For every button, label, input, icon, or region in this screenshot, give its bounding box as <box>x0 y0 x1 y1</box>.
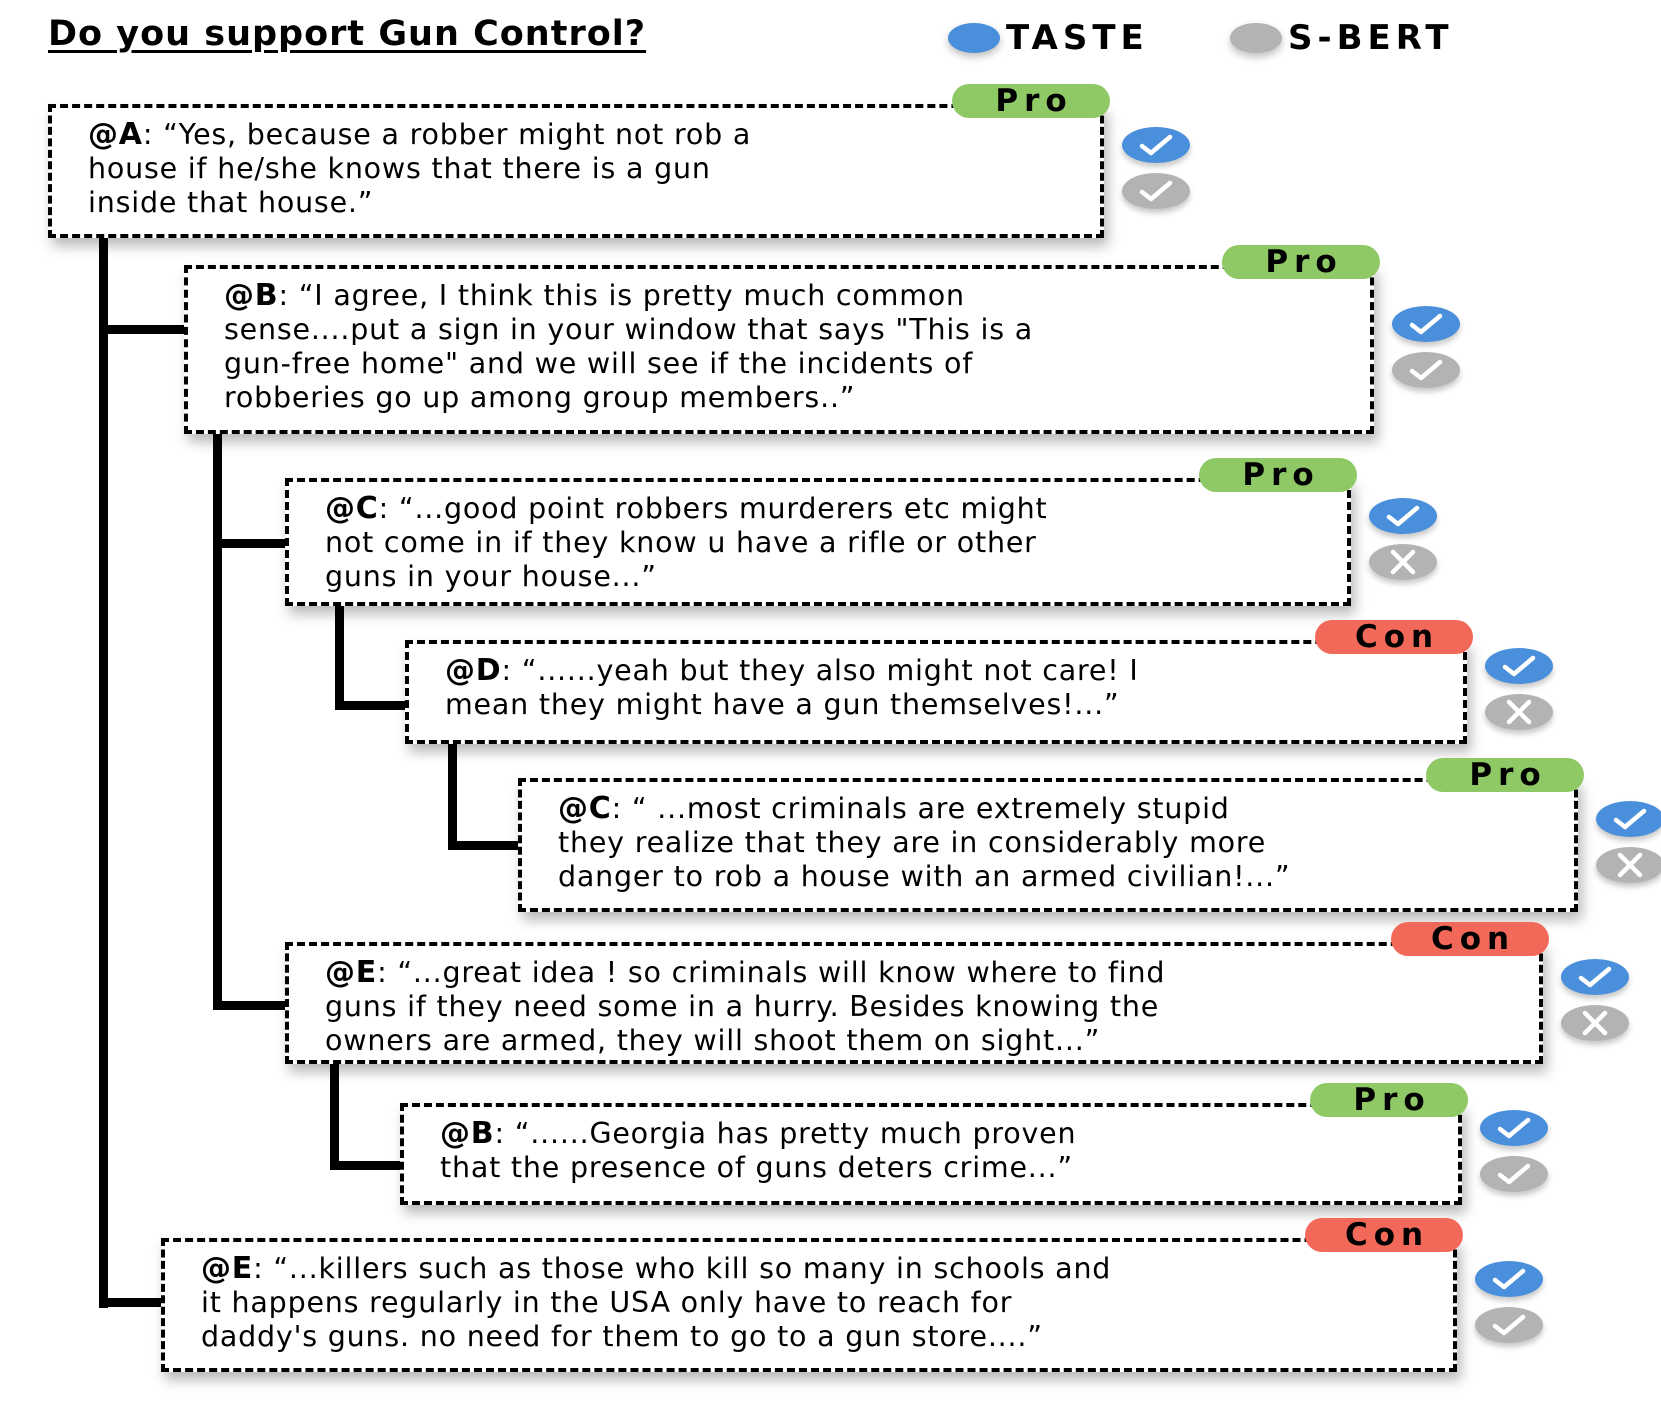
post-text: @B: “......Georgia has pretty much prove… <box>440 1117 1444 1185</box>
post-text: @C: “ ...most criminals are extremely st… <box>558 792 1560 894</box>
post-box: @B: “......Georgia has pretty much prove… <box>400 1103 1462 1205</box>
post-speaker: @C <box>325 491 379 526</box>
post-speaker: @A <box>88 117 143 152</box>
sbert-cross-icon <box>1485 694 1553 730</box>
page-title: Do you support Gun Control? <box>48 14 647 54</box>
taste-legend-dot <box>948 23 1000 53</box>
connector-e-b <box>330 1161 400 1170</box>
sbert-cross-icon <box>1561 1005 1629 1041</box>
post-box: @C: “ ...most criminals are extremely st… <box>518 778 1578 912</box>
sbert-cross-icon <box>1369 544 1437 580</box>
post-speaker: @B <box>224 278 279 313</box>
taste-check-icon <box>1485 648 1553 684</box>
post-quote: : “...good point robbers murderers etc m… <box>325 492 1048 593</box>
stance-tag-pro: Pro <box>1426 757 1584 793</box>
post-box: @A: “Yes, because a robber might not rob… <box>48 104 1104 238</box>
stance-tag-con: Con <box>1391 921 1549 957</box>
taste-check-icon <box>1480 1110 1548 1146</box>
connector-b-e <box>213 1001 285 1010</box>
post-box: @E: “...great idea ! so criminals will k… <box>285 942 1543 1064</box>
taste-check-icon <box>1369 498 1437 534</box>
stance-tag-pro: Pro <box>1199 457 1357 493</box>
taste-check-icon <box>1561 959 1629 995</box>
post-text: @A: “Yes, because a robber might not rob… <box>88 118 1086 220</box>
legend-item-taste: TASTE <box>948 16 1149 60</box>
legend-label-taste: TASTE <box>1006 18 1149 58</box>
stance-tag-con: Con <box>1305 1217 1463 1253</box>
sbert-check-icon <box>1122 173 1190 209</box>
post-box: @B: “I agree, I think this is pretty muc… <box>184 265 1374 434</box>
sbert-check-icon <box>1392 351 1460 388</box>
post-text: @E: “...great idea ! so criminals will k… <box>325 956 1525 1058</box>
sbert-check-icon <box>1475 1307 1543 1343</box>
taste-check-icon <box>1475 1261 1543 1297</box>
tree-trunk-b <box>213 434 222 1010</box>
post-speaker: @E <box>325 955 378 990</box>
post-speaker: @D <box>445 653 502 688</box>
post-speaker: @B <box>440 1116 495 1151</box>
post-text: @C: “...good point robbers murderers etc… <box>325 492 1333 594</box>
taste-check-icon <box>1392 305 1460 342</box>
post-quote: : “...killers such as those who kill so … <box>201 1252 1112 1353</box>
post-box: @D: “......yeah but they also might not … <box>405 640 1467 744</box>
taste-check-icon <box>1596 801 1661 837</box>
taste-check-icon <box>1122 127 1190 163</box>
connector-c-d <box>335 701 405 710</box>
connector-b-c <box>213 539 285 548</box>
stance-tag-con: Con <box>1315 619 1473 655</box>
post-quote: : “......yeah but they also might not ca… <box>445 654 1139 721</box>
tree-trunk-c <box>335 606 344 710</box>
post-speaker: @C <box>558 791 612 826</box>
post-box: @E: “...killers such as those who kill s… <box>161 1238 1457 1372</box>
post-text: @E: “...killers such as those who kill s… <box>201 1252 1439 1354</box>
legend-item-sbert: S-BERT <box>1230 16 1454 60</box>
sbert-check-icon <box>1480 1156 1548 1192</box>
post-quote: : “I agree, I think this is pretty much … <box>224 279 1034 414</box>
post-box: @C: “...good point robbers murderers etc… <box>285 478 1351 606</box>
sbert-legend-dot <box>1230 23 1282 53</box>
post-quote: : “ ...most criminals are extremely stup… <box>558 792 1291 893</box>
post-speaker: @E <box>201 1251 254 1286</box>
legend-label-sbert: S-BERT <box>1288 18 1454 58</box>
tree-trunk-d <box>448 744 457 850</box>
stance-tag-pro: Pro <box>952 83 1110 119</box>
sbert-cross-icon <box>1596 847 1661 883</box>
post-quote: : “Yes, because a robber might not rob a… <box>88 118 752 219</box>
tree-trunk-a <box>99 238 108 1308</box>
stance-tag-pro: Pro <box>1222 244 1380 280</box>
post-quote: : “......Georgia has pretty much proven … <box>440 1117 1077 1184</box>
connector-a-e <box>99 1298 161 1307</box>
connector-a-b <box>99 325 184 334</box>
post-text: @D: “......yeah but they also might not … <box>445 654 1449 722</box>
post-quote: : “...great idea ! so criminals will kno… <box>325 956 1166 1057</box>
post-text: @B: “I agree, I think this is pretty muc… <box>224 279 1356 415</box>
connector-d-c <box>448 841 518 850</box>
stance-tag-pro: Pro <box>1310 1082 1468 1118</box>
tree-trunk-e <box>330 1064 339 1170</box>
